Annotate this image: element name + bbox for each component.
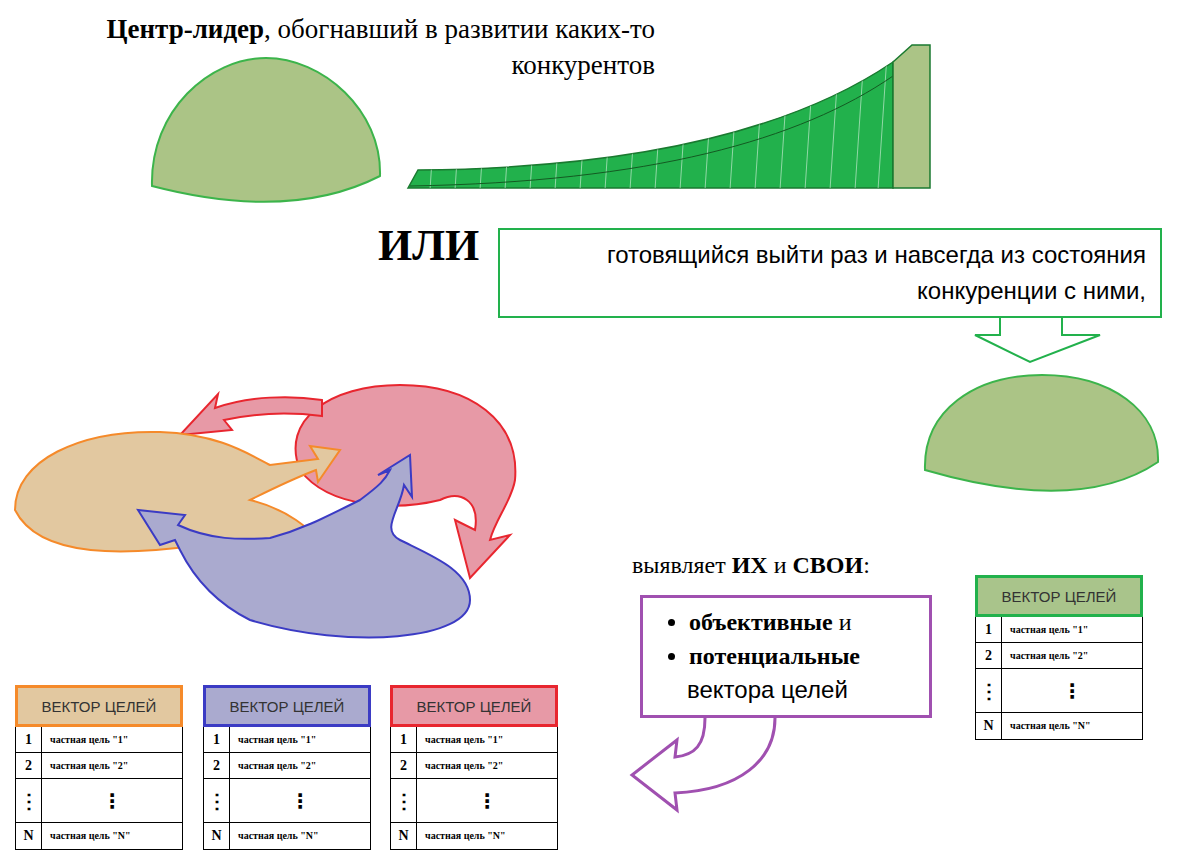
goal-cell: ⋮ (230, 779, 370, 823)
goal-vector-table: ВЕКТОР ЦЕЛЕЙ1частная цель "1"2частная це… (975, 575, 1143, 740)
goal-cell: частная цель "1" (230, 727, 370, 753)
table-header: ВЕКТОР ЦЕЛЕЙ (390, 685, 558, 727)
goal-cell: частная цель "2" (1002, 643, 1142, 669)
callout-text: готовящийся выйти раз и навсегда из сост… (514, 237, 1146, 309)
bullet-text: и (839, 609, 852, 635)
label-text: выявляет (632, 552, 726, 578)
wedge-segment (480, 40, 490, 190)
goal-cell: частная цель "N" (42, 823, 182, 849)
row-number: ⋮ (204, 779, 230, 823)
row-number: 2 (16, 753, 42, 779)
table-header: ВЕКТОР ЦЕЛЕЙ (203, 685, 371, 727)
or-text: ИЛИ (378, 222, 479, 270)
wedge-segment (705, 40, 715, 190)
list-arrow (632, 718, 775, 810)
goal-cell: частная цель "2" (230, 753, 370, 779)
wedge-segment (655, 40, 665, 190)
table-body: 1частная цель "1"2частная цель "2"⋮⋮Nчас… (390, 727, 558, 850)
wedge-segment (830, 40, 840, 190)
reveal-text: выявляетИХиСВОИ: (632, 551, 870, 580)
goal-cell: частная цель "N" (417, 823, 557, 849)
growth-wedge (408, 62, 893, 188)
bullet-text: потенциальные (689, 640, 919, 674)
goal-cell: частная цель "2" (42, 753, 182, 779)
wedge-segment (680, 40, 690, 190)
wedge-segment (755, 40, 765, 190)
table-body: 1частная цель "1"2частная цель "2"⋮⋮Nчас… (15, 727, 183, 850)
goal-cell: частная цель "N" (1002, 713, 1142, 739)
bullet-item: объективныеи (689, 606, 919, 640)
label-text: ИЛИ (378, 221, 479, 270)
bullet-list: объективныеипотенциальныевектора целей (643, 606, 919, 707)
row-number: N (391, 823, 417, 849)
wedge-segment (455, 40, 465, 190)
row-number: 1 (391, 727, 417, 753)
label-text: и (774, 552, 787, 578)
goal-cell: частная цель "1" (417, 727, 557, 753)
table-header: ВЕКТОР ЦЕЛЕЙ (975, 575, 1143, 617)
heading-text: Центр-лидер, обогнавший в развитии каких… (15, 12, 655, 83)
text-callout: готовящийся выйти раз и навсегда из сост… (498, 228, 1162, 318)
label-text: ИХ (732, 552, 768, 578)
label-text: СВОИ (793, 552, 864, 578)
row-number: 2 (976, 643, 1002, 669)
goal-cell: ⋮ (417, 779, 557, 823)
goal-cell: ⋮ (42, 779, 182, 823)
wedge-segment (780, 40, 790, 190)
callout-arrow (975, 314, 1100, 362)
row-number: ⋮ (16, 779, 42, 823)
table-body: 1частная цель "1"2частная цель "2"⋮⋮Nчас… (975, 617, 1143, 740)
row-number: ⋮ (976, 669, 1002, 713)
goal-cell: ⋮ (1002, 669, 1142, 713)
wedge-segment (430, 40, 440, 190)
row-number: 1 (976, 617, 1002, 643)
label-text: , обогнавший в развитии каких-то конкуре… (264, 14, 655, 80)
goal-cell: частная цель "1" (42, 727, 182, 753)
goal-vector-table: ВЕКТОР ЦЕЛЕЙ1частная цель "1"2частная це… (15, 685, 183, 850)
goal-vector-table: ВЕКТОР ЦЕЛЕЙ1частная цель "1"2частная це… (390, 685, 558, 850)
wedge-segment (730, 40, 740, 190)
goal-cell: частная цель "N" (230, 823, 370, 849)
bullet-item: потенциальныевектора целей (689, 640, 919, 707)
leader-dome (152, 58, 380, 202)
row-number: 1 (204, 727, 230, 753)
wedge-segment (855, 40, 865, 190)
row-number: N (16, 823, 42, 849)
wedge-segment (878, 40, 888, 190)
row-number: 2 (391, 753, 417, 779)
goal-vector-table: ВЕКТОР ЦЕЛЕЙ1частная цель "1"2частная це… (203, 685, 371, 850)
row-number: 2 (204, 753, 230, 779)
row-number: N (976, 713, 1002, 739)
leaving-dome (925, 375, 1158, 491)
table-header: ВЕКТОР ЦЕЛЕЙ (15, 685, 183, 727)
red-arrow (180, 394, 322, 435)
label-text: : (863, 552, 870, 578)
wedge-end (893, 45, 930, 188)
row-number: N (204, 823, 230, 849)
bullet-text: объективные (689, 609, 833, 635)
table-body: 1частная цель "1"2частная цель "2"⋮⋮Nчас… (203, 727, 371, 850)
bullet-text: вектора целей (687, 673, 919, 707)
wedge-segments (430, 40, 888, 190)
goal-cell: частная цель "2" (417, 753, 557, 779)
wedge-segment (805, 40, 815, 190)
goal-cell: частная цель "1" (1002, 617, 1142, 643)
wedge-edge (410, 76, 893, 186)
label-text: Центр-лидер (107, 14, 265, 44)
row-number: 1 (16, 727, 42, 753)
list-callout: объективныеипотенциальныевектора целей (640, 595, 932, 718)
row-number: ⋮ (391, 779, 417, 823)
blue-competitor (138, 455, 470, 637)
